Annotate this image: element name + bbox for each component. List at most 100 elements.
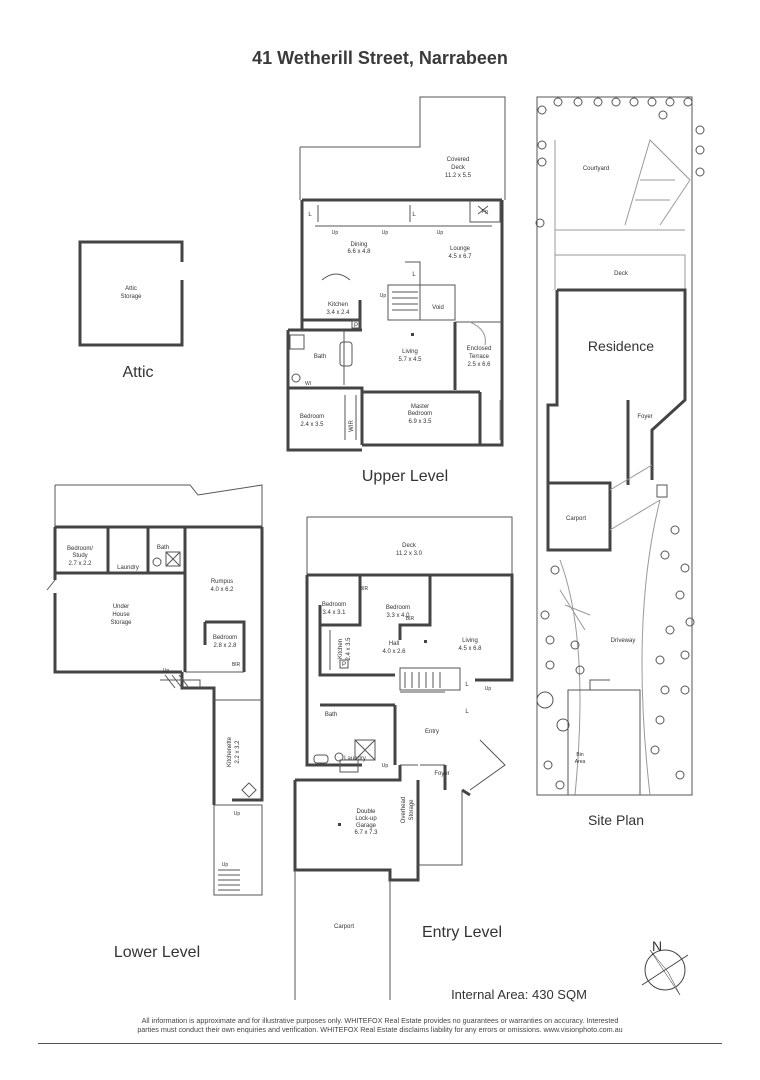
room-kitchen-upper-2: 3.4 x 2.4 (326, 310, 350, 316)
room-covered-deck-3: 11.2 x 5.5 (445, 173, 472, 179)
section-label-site: Site Plan (588, 812, 644, 828)
room-master-1: Master (411, 404, 429, 410)
room-terrace-1: Enclosed (467, 346, 492, 352)
room-bedroom-upper-2: 2.4 x 3.5 (300, 422, 324, 428)
mark-bir-entry-2: BIR (406, 616, 415, 622)
room-kitchen-entry-1: Kitchen (338, 639, 344, 659)
lower-level-plan: Bedroom/ Study 2.7 x 2.2 Laundry Bath Ru… (46, 484, 264, 961)
compass-icon: N (641, 938, 689, 996)
room-dining-1: Dining (350, 242, 367, 248)
upper-level-plan: Covered Deck 11.2 x 5.5 Dining 6.6 x 4.8… (286, 96, 506, 485)
room-overhead-storage-2: Storage (409, 799, 415, 821)
room-garage-3: Garage (356, 823, 377, 829)
room-laundry-lower: Laundry (117, 565, 139, 571)
room-dining-2: 6.6 x 4.8 (347, 249, 371, 255)
room-attic-storage-2: Storage (120, 294, 142, 300)
room-under-house-3: Storage (110, 620, 132, 626)
room-terrace-2: Terrace (469, 354, 490, 360)
site-bin-area-1: Bin (576, 752, 583, 758)
room-deck-entry-1: Deck (402, 543, 417, 549)
section-label-entry: Entry Level (422, 924, 502, 941)
site-plan: Courtyard Deck Residence Foyer Carport D… (535, 96, 705, 828)
mark-up-lower-1: Up (163, 668, 170, 674)
room-covered-deck-1: Covered (447, 157, 470, 163)
section-label-upper: Upper Level (362, 468, 448, 485)
room-hall-1: Hall (389, 641, 399, 647)
mark-fireplace: Fp (482, 209, 488, 215)
room-kitchen-upper-1: Kitchen (328, 302, 348, 308)
internal-area: Internal Area: 430 SQM (451, 987, 587, 1002)
room-bath-lower: Bath (157, 545, 169, 551)
room-garage-2: Lock-up (355, 816, 377, 822)
room-lounge-1: Lounge (450, 246, 471, 252)
mark-up-entry-2: Up (382, 763, 389, 769)
room-bedroom-study-2: Study (72, 553, 87, 559)
room-covered-deck-2: Deck (451, 165, 466, 171)
site-bin-area-2: Area (575, 759, 586, 765)
mark-lift-1: L (308, 212, 312, 218)
mark-up-2: Up (382, 230, 389, 236)
disclaimer: All information is approximate and for i… (60, 1016, 700, 1034)
mark-bir-lower: BIR (232, 662, 241, 668)
entry-level-plan: Deck 11.2 x 3.0 Bedroom 3.4 x 3.1 Bedroo… (293, 516, 514, 1000)
mark-up-1: Up (332, 230, 339, 236)
room-bedroom-lower-1: Bedroom (213, 635, 237, 641)
room-living-entry-1: Living (462, 638, 478, 644)
room-bedroom-lower-2: 2.8 x 2.8 (213, 643, 237, 649)
room-overhead-storage-1: Overhead (401, 797, 407, 823)
room-terrace-3: 2.5 x 6.6 (467, 362, 491, 368)
room-laundry-entry: Laundry (344, 756, 366, 762)
section-label-attic: Attic (122, 364, 153, 381)
room-entry: Entry (425, 729, 439, 735)
room-rumpus-2: 4.0 x 6.2 (210, 587, 234, 593)
mark-lift-entry-2: L (465, 709, 469, 715)
mark-lift-2: L (412, 212, 416, 218)
room-void: Void (432, 305, 444, 311)
room-bath-entry: Bath (325, 712, 337, 718)
site-driveway: Driveway (611, 638, 636, 644)
site-residence: Residence (588, 338, 654, 354)
compass-north-label: N (652, 938, 662, 954)
room-master-3: 6.9 x 3.5 (408, 419, 432, 425)
room-master-2: Bedroom (408, 411, 432, 417)
room-deck-entry-2: 11.2 x 3.0 (396, 551, 423, 557)
room-bedroom-entry2-1: Bedroom (386, 605, 410, 611)
room-bedroom-study-3: 2.7 x 2.2 (68, 561, 92, 567)
room-hall-2: 4.0 x 2.6 (382, 649, 406, 655)
room-lounge-2: 4.5 x 6.7 (448, 254, 472, 260)
room-under-house-2: House (112, 612, 130, 618)
room-kitchenette-1: Kitchenette (227, 736, 233, 767)
property-title: 41 Wetherill Street, Narrabeen (252, 48, 508, 68)
room-bedroom-entry1-2: 3.4 x 3.1 (322, 610, 346, 616)
mark-pantry-upper: P (354, 323, 358, 329)
room-kitchenette-2: 2.2 x 3.2 (235, 740, 241, 764)
room-bath-upper: Bath (314, 354, 326, 360)
room-garage-4: 6.7 x 7.3 (354, 830, 378, 836)
section-label-lower: Lower Level (114, 944, 200, 961)
mark-up-entry-1: Up (485, 686, 492, 692)
attic-plan: Attic Storage Attic (78, 240, 184, 381)
mark-up-lower-3: Up (222, 862, 229, 868)
room-bedroom-entry2-2: 3.3 x 4.0 (386, 613, 410, 619)
mark-up-3: Up (437, 230, 444, 236)
mark-bir-entry-1: BIR (360, 586, 369, 592)
room-wir-upper: WIR (349, 420, 355, 432)
mark-up-4: Up (380, 293, 387, 299)
footer-divider (38, 1043, 722, 1044)
room-bedroom-entry1-1: Bedroom (322, 602, 346, 608)
room-foyer-entry: Foyer (434, 771, 449, 777)
room-under-house-1: Under (113, 604, 129, 610)
mark-lift-entry-1: L (465, 682, 469, 688)
room-kitchen-entry-2: 2.4 x 3.5 (346, 637, 352, 661)
mark-wi: WI (305, 381, 311, 387)
room-rumpus-1: Rumpus (211, 579, 233, 585)
mark-lift-3: L (412, 272, 416, 278)
room-carport-entry: Carport (334, 924, 354, 930)
room-living-entry-2: 4.5 x 6.8 (458, 646, 482, 652)
site-deck: Deck (614, 271, 629, 277)
room-bedroom-upper-1: Bedroom (300, 414, 324, 420)
room-bedroom-study-1: Bedroom/ (67, 546, 93, 552)
site-carport: Carport (566, 516, 586, 522)
mark-pantry-entry: P (342, 662, 346, 668)
